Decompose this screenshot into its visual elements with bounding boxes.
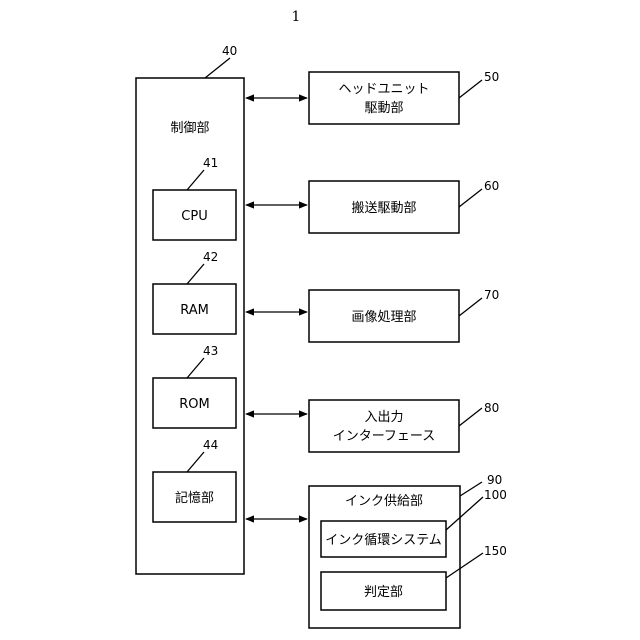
ref-70: 70 [484, 288, 499, 302]
figure-number: 1 [292, 9, 301, 25]
ref-90: 90 [487, 473, 502, 487]
ref-42: 42 [203, 250, 218, 264]
ref-60: 60 [484, 179, 499, 193]
io-interface-block: 入出力 インターフェース 80 [309, 400, 499, 452]
ref-50: 50 [484, 70, 499, 84]
head-unit-drive-line-1: ヘッドユニット [338, 82, 429, 97]
leader-line-90 [460, 482, 482, 496]
leader-line-70 [459, 298, 482, 316]
leader-line-80 [459, 408, 482, 426]
io-interface-line-1: 入出力 [364, 410, 403, 425]
head-unit-drive-line-2: 駆動部 [364, 101, 403, 116]
head-unit-drive-block: ヘッドユニット 駆動部 50 [309, 70, 499, 124]
cpu-label: CPU [181, 209, 207, 224]
leader-line-40 [205, 58, 230, 78]
storage-label: 記憶部 [175, 490, 214, 506]
ref-40: 40 [222, 44, 237, 58]
ref-100: 100 [484, 488, 507, 502]
rom-label: ROM [179, 397, 209, 412]
ref-41: 41 [203, 156, 218, 170]
ink-supply-label: インク供給部 [345, 494, 423, 509]
io-interface-line-2: インターフェース [333, 429, 436, 444]
ref-150: 150 [484, 544, 507, 558]
image-processing-label: 画像処理部 [351, 310, 416, 325]
image-processing-block: 画像処理部 70 [309, 288, 499, 342]
ram-label: RAM [180, 303, 209, 318]
ref-43: 43 [203, 344, 218, 358]
control-unit-label: 制御部 [170, 121, 209, 136]
judgment-label: 判定部 [364, 585, 403, 600]
leader-line-50 [459, 80, 482, 98]
ref-44: 44 [203, 438, 218, 452]
transport-drive-label: 搬送駆動部 [351, 201, 416, 216]
transport-drive-block: 搬送駆動部 60 [309, 179, 499, 233]
leader-line-60 [459, 189, 482, 207]
ink-circulation-label: インク循環システム [325, 533, 442, 548]
ref-80: 80 [484, 401, 499, 415]
